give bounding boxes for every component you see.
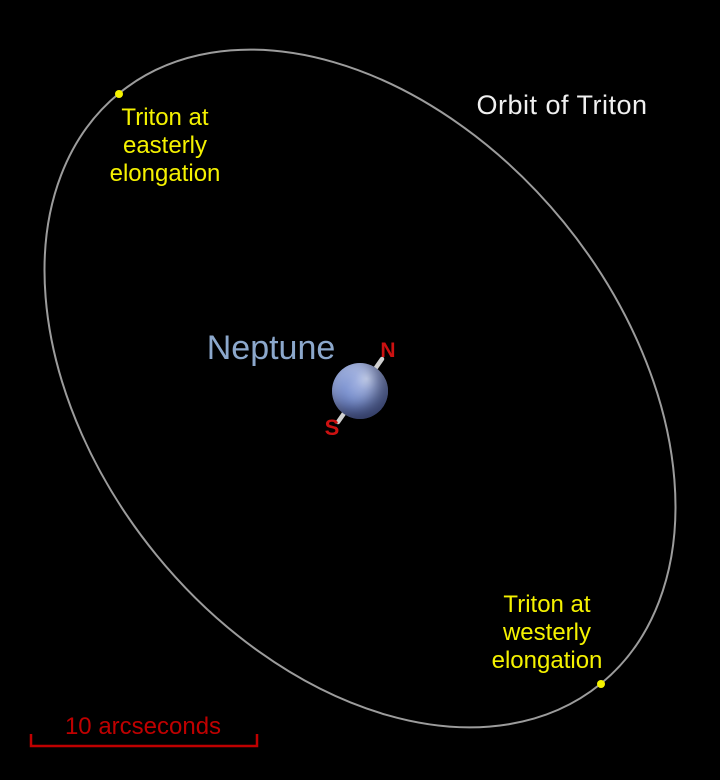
triton-westerly-elongation-label: Triton at westerly elongation bbox=[491, 591, 603, 674]
neptune-label: Neptune bbox=[206, 329, 336, 367]
north-pole-label: N bbox=[380, 339, 396, 362]
triton-westerly-dot bbox=[597, 680, 605, 688]
triton-easterly-elongation-label: Triton at easterly elongation bbox=[109, 104, 221, 187]
scale-bar bbox=[29, 734, 259, 748]
neptune-planet bbox=[332, 363, 388, 419]
triton-easterly-dot bbox=[115, 90, 123, 98]
scale-bar-label: 10 arcseconds bbox=[64, 713, 222, 740]
diagram-title: Orbit of Triton bbox=[476, 90, 648, 120]
south-pole-label: S bbox=[324, 415, 340, 440]
